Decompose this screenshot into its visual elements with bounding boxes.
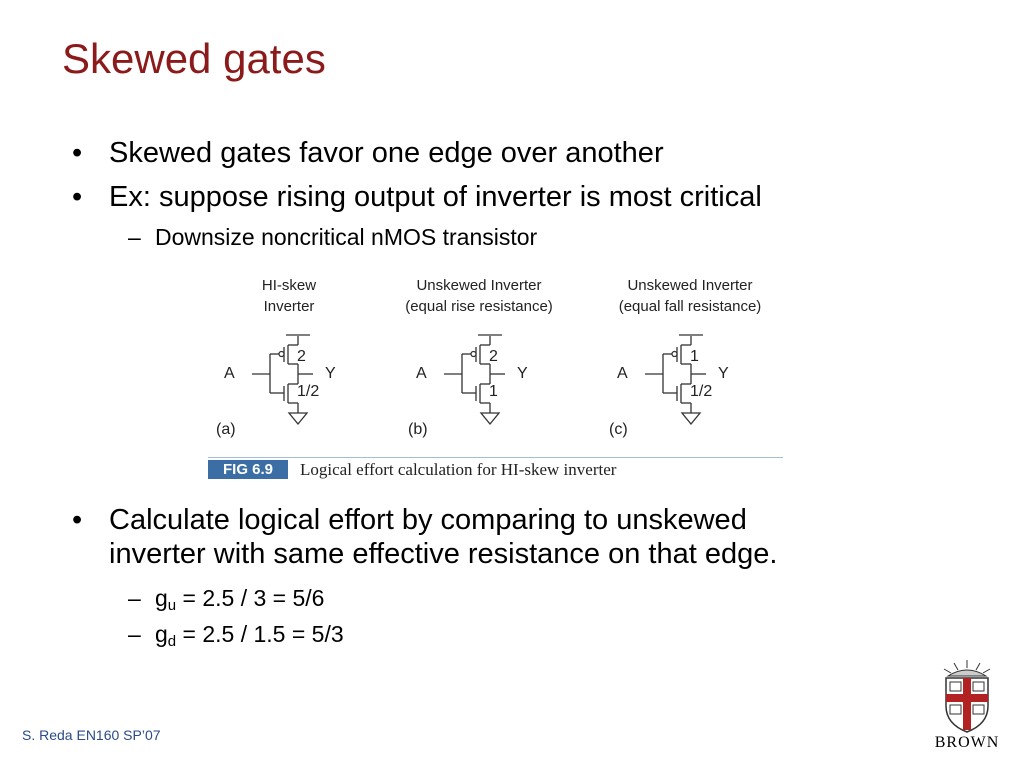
bullet-text: Ex: suppose rising output of inverter is… <box>109 181 762 213</box>
circuit-c <box>645 334 706 426</box>
bullet-dot: • <box>72 181 83 213</box>
brown-wordmark: BROWN <box>934 734 1000 751</box>
circuit-c-output-label: Y <box>718 365 729 382</box>
circuit-b <box>444 334 505 426</box>
figure-tag: FIG 6.9 <box>208 460 288 479</box>
equation-gd: gd = 2.5 / 1.5 = 5/3 <box>155 621 344 650</box>
circuit-c-p-size: 1 <box>690 348 699 365</box>
brown-crest-icon <box>943 660 991 733</box>
circuit-b-letter: (b) <box>408 421 428 438</box>
circuit-c-letter: (c) <box>609 421 628 438</box>
sub-bullet-dash: – <box>128 585 141 611</box>
circuit-b-p-size: 2 <box>489 348 498 365</box>
brown-logo: BROWN <box>924 658 1010 753</box>
circuit-a-letter: (a) <box>216 421 236 438</box>
figure-caption-bar: FIG 6.9 Logical effort calculation for H… <box>208 457 783 481</box>
sub-bullet-dash: – <box>128 621 141 647</box>
circuit-b-output-label: Y <box>517 365 528 382</box>
circuit-a-input-label: A <box>224 365 235 382</box>
circuit-diagrams <box>252 334 706 426</box>
circuit-c-n-size: 1/2 <box>690 383 713 400</box>
footer-text: S. Reda EN160 SP’07 <box>22 727 161 743</box>
bullet-dot: • <box>72 504 83 536</box>
circuit-a-output-label: Y <box>325 365 336 382</box>
circuit-b-title: Unskewed Inverter(equal rise resistance) <box>405 277 553 315</box>
bullet-text-line-1: Calculate logical effort by comparing to… <box>109 504 747 536</box>
circuit-b-n-size: 1 <box>489 383 498 400</box>
figure-caption: Logical effort calculation for HI-skew i… <box>300 460 617 479</box>
sub-bullet-dash: – <box>128 224 141 250</box>
circuit-a <box>252 334 313 426</box>
bullet-text-line-2: inverter with same effective resistance … <box>109 538 778 570</box>
circuit-c-title: Unskewed Inverter(equal fall resistance) <box>618 277 762 315</box>
bullet-dot: • <box>72 137 83 169</box>
circuit-a-n-size: 1/2 <box>297 383 320 400</box>
bullet-text: Skewed gates favor one edge over another <box>109 137 664 169</box>
caption-rule <box>208 457 783 458</box>
circuit-a-p-size: 2 <box>297 348 306 365</box>
circuit-c-input-label: A <box>617 365 628 382</box>
circuit-b-input-label: A <box>416 365 427 382</box>
sub-bullet-text: Downsize noncritical nMOS transistor <box>155 224 538 250</box>
equation-gu: gu = 2.5 / 3 = 5/6 <box>155 585 325 614</box>
slide-title: Skewed gates <box>62 35 326 82</box>
